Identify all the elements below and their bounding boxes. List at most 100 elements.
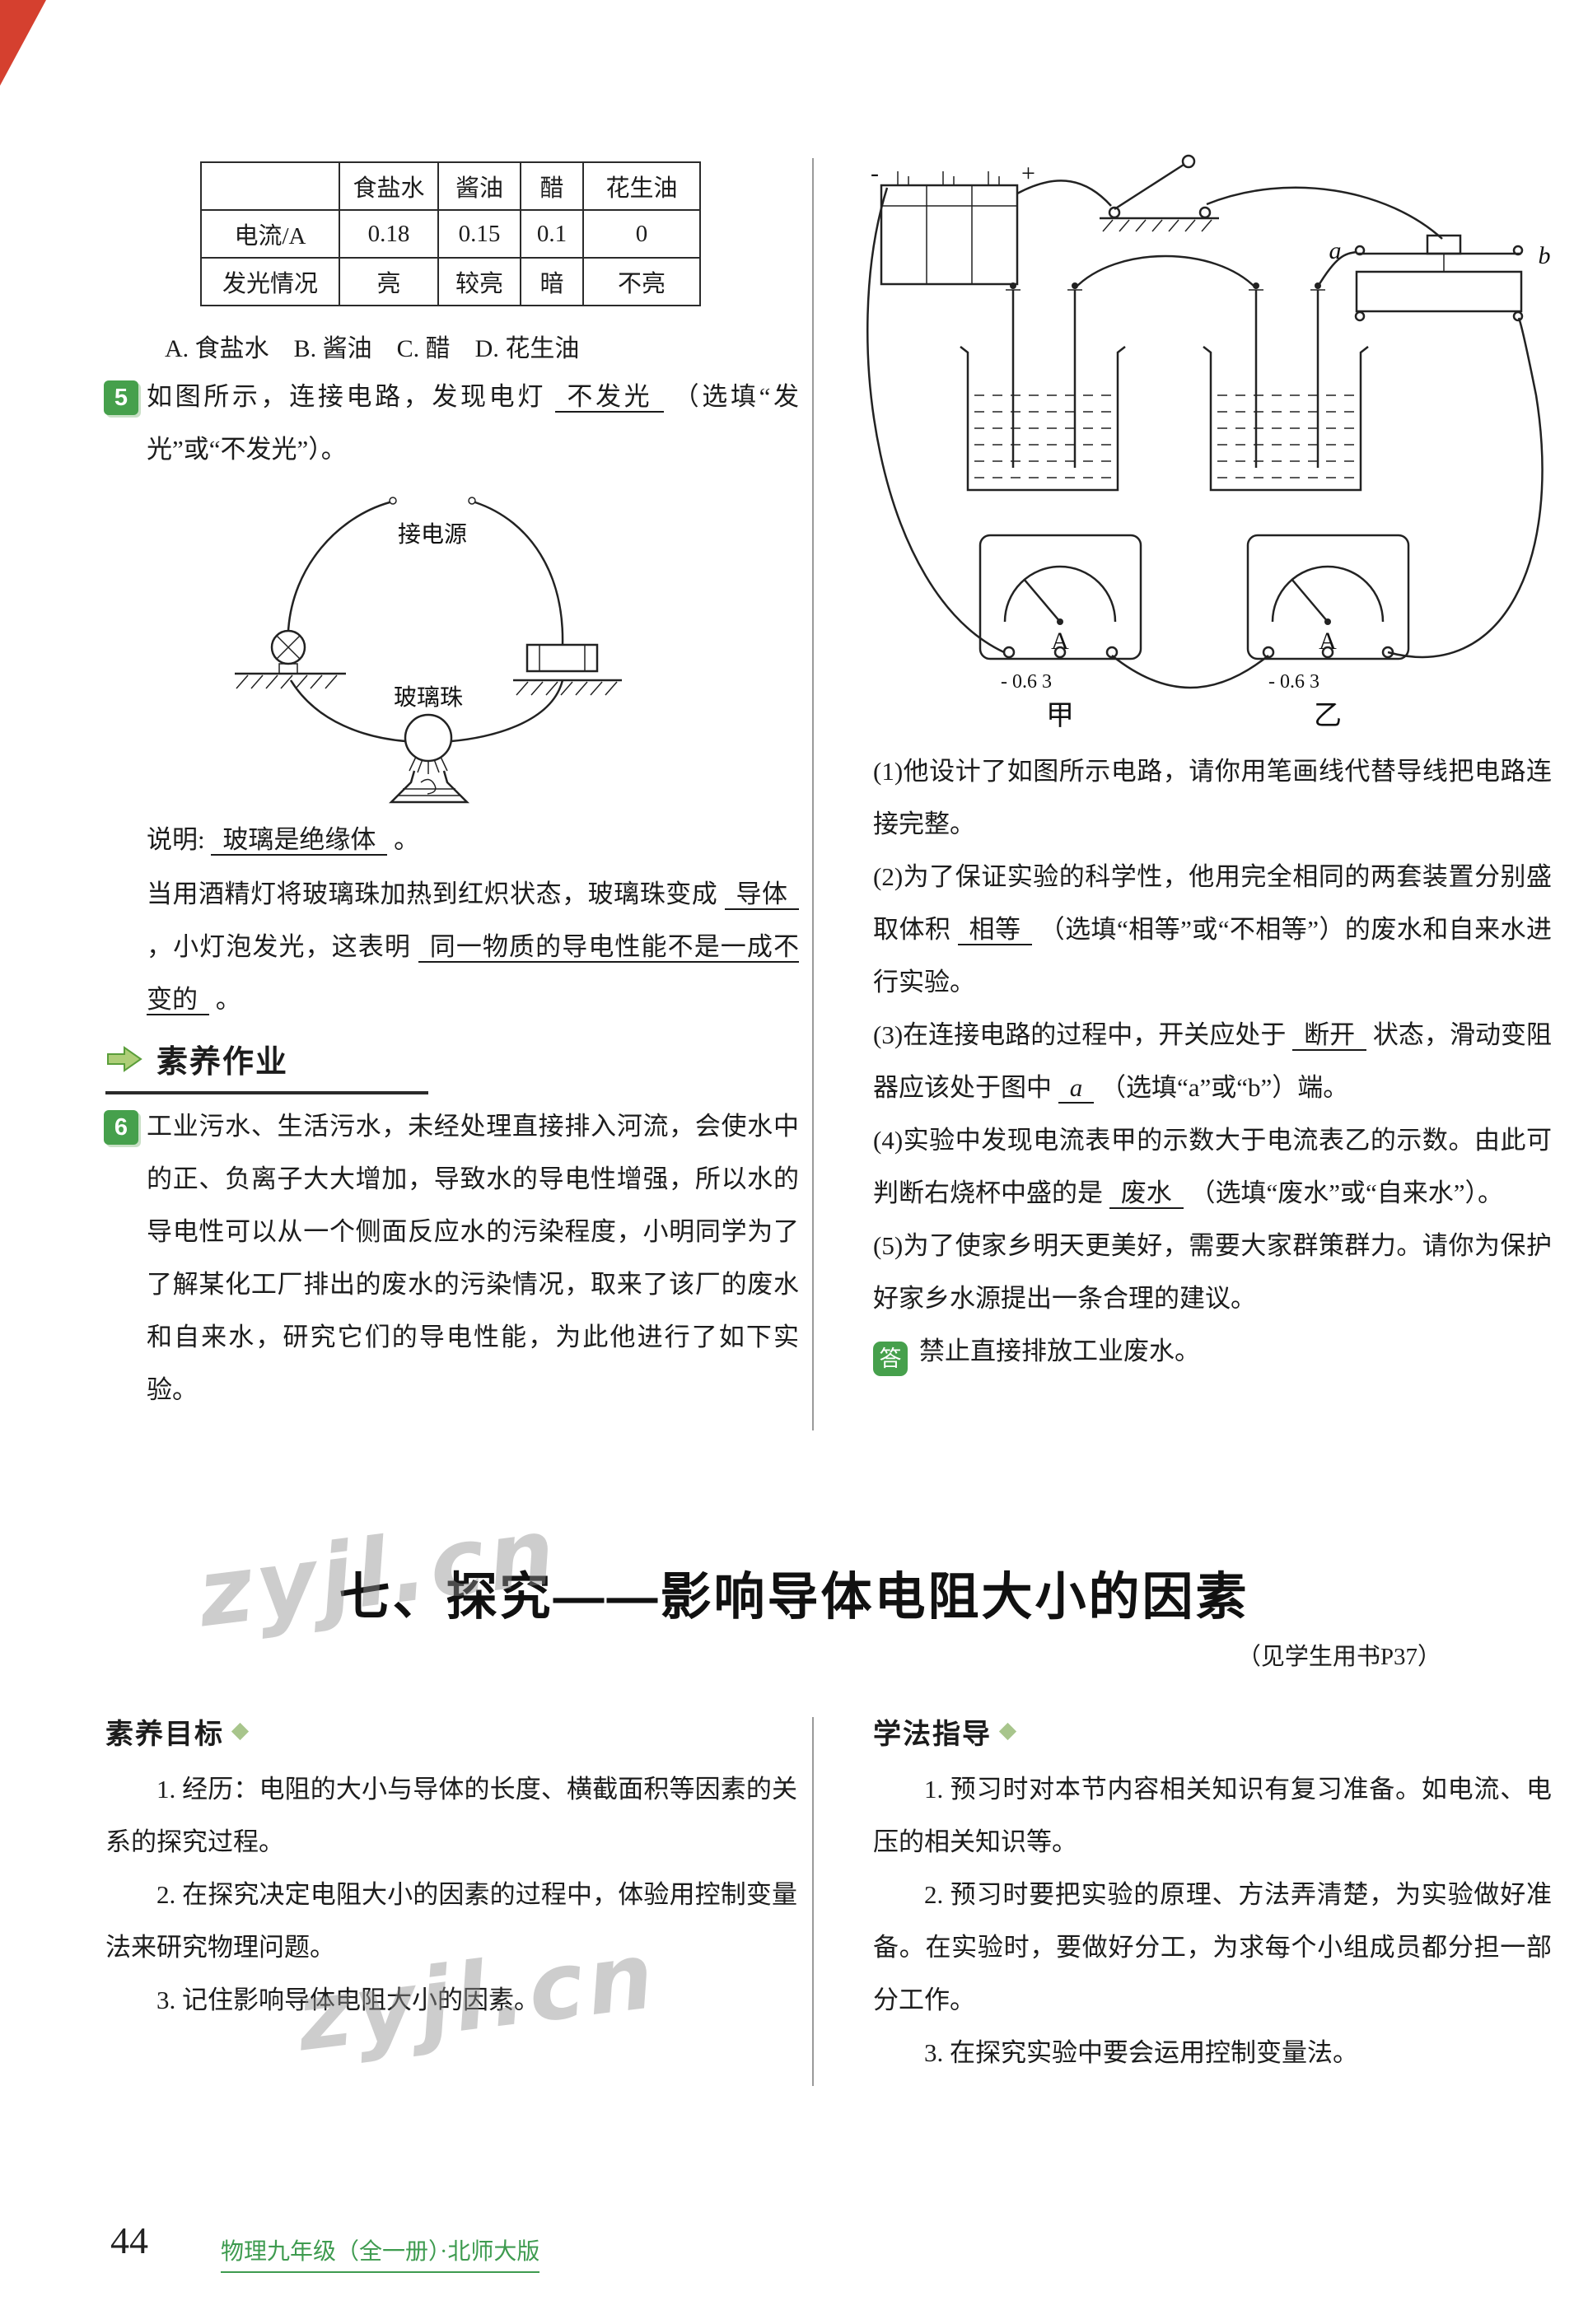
- lamp-cross: [276, 635, 301, 660]
- power-terminal-right: [468, 497, 476, 505]
- flask-liquid: [398, 788, 460, 796]
- q4-s2: （选填“废水”或“自来水”）。: [1189, 1178, 1504, 1207]
- switch-handle: [1181, 154, 1196, 169]
- sub-question-3: (3)在连接电路的过程中，开关应处于 断开 状态，滑动变阻器应该处于图中 a （…: [873, 1009, 1552, 1114]
- meter-yi-label: 乙: [1314, 701, 1342, 731]
- wire: [1206, 186, 1443, 240]
- battery-pack-icon: [880, 184, 1019, 286]
- sub-question-5: (5)为了使家乡明天更美好，需要大家群策群力。请你为保护好家乡水源提出一条合理的…: [873, 1231, 1552, 1313]
- wire: [287, 501, 390, 632]
- guide-item: 1. 预习时对本节内容相关知识有复习准备。如电流、电压的相关知识等。: [873, 1775, 1552, 1856]
- ammeter-terminal: [1321, 646, 1334, 659]
- footer-edition: 物理九年级（全一册）·北师大版: [221, 2233, 540, 2273]
- para-s1: 当用酒精灯将玻璃珠加热到红炽状态，玻璃珠变成: [147, 880, 718, 908]
- guide-item: 3. 在探究实验中要会运用控制变量法。: [924, 2038, 1358, 2067]
- ammeter-yi-icon: [1246, 534, 1410, 660]
- switch-lever: [1114, 163, 1184, 211]
- battery-detail: [539, 645, 586, 671]
- wire: [451, 679, 564, 743]
- flask-icon: [388, 770, 470, 804]
- glass-bead-icon: [404, 713, 453, 763]
- battery-terminals: [897, 171, 1000, 185]
- flask-curl: [420, 778, 437, 795]
- ornament-icon: [231, 1722, 250, 1741]
- para-answer-2: 同一物质的导电性能不是一成不变的: [147, 932, 799, 1015]
- ammeter-terminal: [1262, 646, 1275, 659]
- answer-line: 答禁止直接排放工业废水。: [873, 1325, 1552, 1378]
- wire: [289, 679, 406, 743]
- platform-hatch: [516, 681, 618, 696]
- goals-list: 1. 经历：电阻的大小与导体的长度、横截面积等因素的关系的探究过程。 2. 在探…: [105, 1763, 797, 2027]
- goals-title: 素养目标: [105, 1719, 224, 1750]
- q2-answer: 相等: [957, 915, 1033, 945]
- q3-s1: (3)在连接电路的过程中，开关应处于: [873, 1020, 1287, 1049]
- question-5-text: 如图所示，连接电路，发现电灯 不发光 （选填“发光”或“不发光”）。: [147, 371, 799, 476]
- q3-s2: 状态，滑动变阻器应该处于图中: [873, 1020, 1553, 1102]
- q2-s1: (2)为了保证实验的科学性，他用完全相同的两套装置分别盛取体积: [873, 862, 1552, 944]
- homework-section-header: 素养作业: [105, 1036, 428, 1094]
- wire: [1316, 250, 1357, 287]
- power-terminal-left: [389, 497, 397, 505]
- page-corner-accent: [0, 0, 46, 86]
- table-cell: 亮: [339, 257, 439, 306]
- conductivity-table: 食盐水 酱油 醋 花生油 电流/A 0.18 0.15 0.1 0 发光情况 亮…: [200, 161, 701, 306]
- table-header-row: 食盐水 酱油 醋 花生油: [200, 161, 701, 211]
- wire: [1111, 655, 1269, 689]
- q6-circuit-figure: - + a b A: [866, 154, 1551, 731]
- ammeter-needle: [1291, 578, 1329, 623]
- ammeter-scale-label: - 0.6 3: [1001, 671, 1052, 693]
- power-source-label: 接电源: [398, 521, 467, 548]
- table-header-cell: 酱油: [437, 161, 521, 211]
- ammeter-dial: [1271, 565, 1385, 623]
- wire: [866, 187, 1005, 654]
- question-6-text: 工业污水、生活污水，未经处理直接排入河流，会使水中的正、负离子大大增加，导致水的…: [147, 1112, 799, 1404]
- rheostat-body: [1355, 270, 1523, 313]
- answer-text: 禁止直接排放工业废水。: [919, 1337, 1200, 1365]
- switch-hatch: [1102, 219, 1212, 232]
- guide-block: 学法指导 1. 预习时对本节内容相关知识有复习准备。如电流、电压的相关知识等。 …: [873, 1711, 1552, 2079]
- table-row-brightness: 发光情况 亮 较亮 暗 不亮: [200, 257, 701, 306]
- plus-label: +: [1021, 160, 1035, 187]
- goals-block: 素养目标 1. 经历：电阻的大小与导体的长度、横截面积等因素的关系的探究过程。 …: [105, 1711, 797, 2027]
- question-5-badge: 5: [104, 380, 138, 415]
- minus-label: -: [871, 160, 879, 187]
- table-cell: 0: [582, 209, 701, 259]
- note-label: 说明:: [147, 825, 205, 854]
- goals-item: 2. 在探究决定电阻大小的因素的过程中，体验用控制变量法来研究物理问题。: [105, 1880, 797, 1962]
- goals-header: 素养目标: [105, 1711, 797, 1752]
- beaker-left: [960, 346, 1126, 492]
- wire: [1074, 254, 1257, 289]
- terminal-a-label: a: [1329, 237, 1342, 264]
- ammeter-needle: [1023, 578, 1061, 623]
- note-line: 说明: 玻璃是绝缘体 。: [147, 814, 799, 866]
- ammeter-scale-label: - 0.6 3: [1268, 671, 1319, 693]
- table-header-cell: 食盐水: [339, 161, 439, 211]
- table-cell: 0.18: [339, 209, 439, 259]
- goals-item: 1. 经历：电阻的大小与导体的长度、横截面积等因素的关系的探究过程。: [105, 1775, 797, 1856]
- table-cell: 0.15: [437, 209, 521, 259]
- electrode-head: [1010, 282, 1016, 289]
- table-header-cell: 醋: [520, 161, 584, 211]
- page-number: 44: [110, 2219, 148, 2261]
- electrodes: [1011, 290, 1077, 468]
- section-subtitle: （见学生用书P37）: [1236, 1644, 1441, 1670]
- meter-jia-label: 甲: [1046, 701, 1074, 731]
- rheostat-terminal: [1354, 310, 1366, 322]
- table-cell: 0.1: [520, 209, 584, 259]
- ammeter-symbol: A: [1319, 628, 1337, 655]
- sub-question-2: (2)为了保证实验的科学性，他用完全相同的两套装置分别盛取体积 相等 （选填“相…: [873, 851, 1552, 1009]
- arrow-icon: [107, 1045, 142, 1072]
- rheostat-terminal-b: [1512, 245, 1524, 256]
- switch-terminal: [1108, 206, 1121, 219]
- table-cell: 不亮: [582, 257, 701, 306]
- question-6-badge: 6: [104, 1110, 138, 1145]
- ammeter-terminal: [1381, 646, 1394, 659]
- ammeter-terminal: [1105, 646, 1119, 659]
- sub-question-4: (4)实验中发现电流表甲的示数大于电流表乙的示数。由此可判断右烧杯中盛的是 废水…: [873, 1114, 1552, 1220]
- ammeter-jia-icon: [978, 534, 1142, 660]
- ammeter-terminal: [1002, 646, 1016, 659]
- beaker-right: [1203, 346, 1369, 492]
- para-s3: 。: [215, 985, 241, 1014]
- electrodes: [1254, 290, 1319, 468]
